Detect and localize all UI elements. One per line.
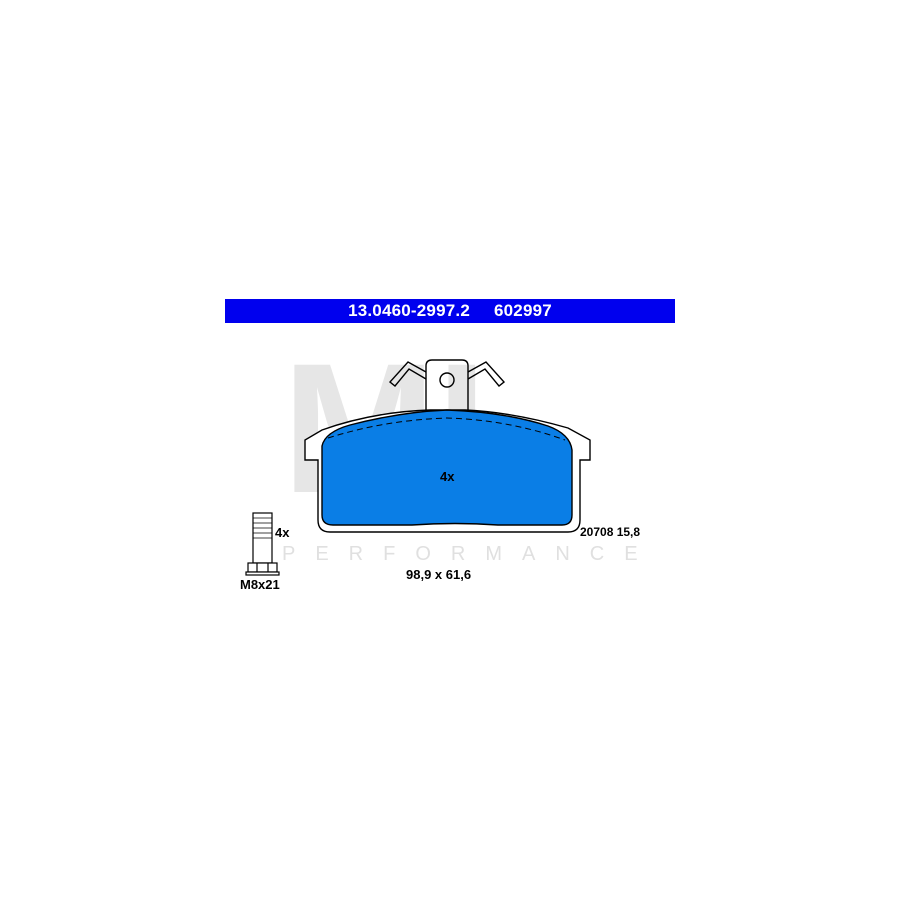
retaining-clip: [388, 359, 506, 412]
clip-hole: [439, 372, 455, 388]
friction-pad: [321, 409, 573, 526]
bolt-size-label: M8x21: [240, 577, 280, 592]
pad-wear-line: [327, 417, 566, 441]
bolt-washer: [245, 571, 280, 576]
bolt-head: [247, 562, 278, 573]
ref-number: 602997: [493, 301, 552, 320]
watermark-tagline: PERFORMANCE: [282, 543, 658, 565]
pad-quantity-label: 4x: [440, 469, 455, 484]
pad-code-label: 20708 15,8: [580, 525, 641, 539]
bolt-quantity-label: 4x: [275, 525, 290, 540]
pad-dimensions-label: 98,9 x 61,6: [406, 567, 472, 582]
part-number: 13.0460-2997.2: [348, 301, 470, 320]
part-header-bar: 13.0460-2997.2 602997: [225, 299, 675, 323]
mounting-bolt: [245, 512, 280, 576]
